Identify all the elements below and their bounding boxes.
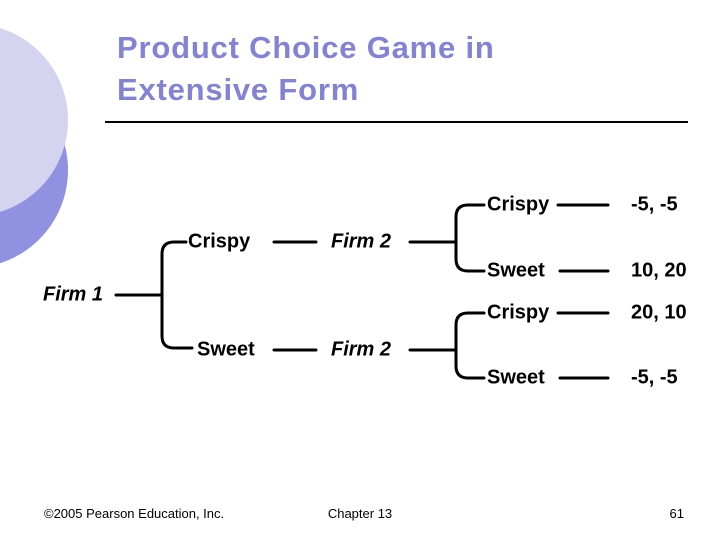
payoff-sweet-crispy: 20, 10 bbox=[631, 301, 687, 324]
tree-node-firm1: Firm 1 bbox=[43, 283, 104, 306]
footer-copyright: ©2005 Pearson Education, Inc. bbox=[44, 506, 225, 521]
tree-action-crispy-level1: Crispy bbox=[188, 230, 251, 253]
bracket-level2-bottom bbox=[454, 311, 486, 380]
payoff-crispy-crispy: -5, -5 bbox=[631, 193, 678, 216]
title-line-1: Product Choice Game in bbox=[117, 30, 495, 65]
tree-action-sweet-level2-bottom: Sweet bbox=[487, 366, 545, 389]
bracket-level1 bbox=[160, 240, 194, 350]
tree-action-sweet-level2-top: Sweet bbox=[487, 259, 545, 282]
page-title: Product Choice Game in Extensive Form bbox=[117, 27, 495, 111]
tree-node-firm2-top: Firm 2 bbox=[331, 230, 392, 253]
tree-action-crispy-level2-bottom: Crispy bbox=[487, 301, 550, 324]
bracket-level2-top bbox=[454, 203, 486, 273]
footer-chapter: Chapter 13 bbox=[327, 506, 393, 521]
tree-action-sweet-level1: Sweet bbox=[197, 338, 255, 361]
payoff-sweet-sweet: -5, -5 bbox=[631, 366, 678, 389]
title-underline bbox=[105, 121, 688, 123]
payoff-crispy-sweet: 10, 20 bbox=[631, 259, 687, 282]
footer-page-number: 61 bbox=[669, 506, 684, 521]
title-line-2: Extensive Form bbox=[117, 72, 360, 107]
tree-node-firm2-bottom: Firm 2 bbox=[331, 338, 392, 361]
tree-action-crispy-level2-top: Crispy bbox=[487, 193, 550, 216]
